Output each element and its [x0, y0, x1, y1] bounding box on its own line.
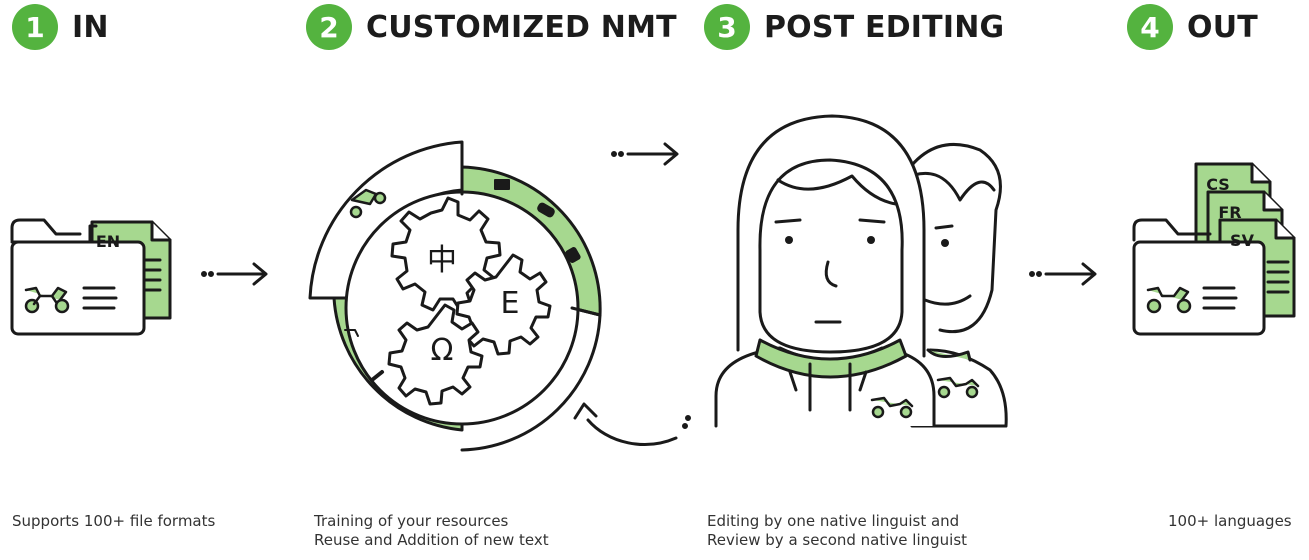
- description-in-line-1: Supports 100+ file formats: [12, 512, 216, 530]
- gear-icon-e: [455, 253, 552, 356]
- step-2-badge: 2: [306, 4, 352, 50]
- arrow-in-to-nmt: [201, 262, 268, 286]
- description-post-editing-line-2: Review by a second native linguist: [707, 531, 968, 549]
- step-1-title: IN: [72, 9, 109, 45]
- arrow-nmt-to-post-editing: [611, 142, 679, 166]
- description-out: 100+ languages: [1168, 512, 1292, 531]
- moto-icon-out: [1146, 286, 1192, 314]
- feedback-arrow: [573, 402, 691, 446]
- gear-icon-omega: [387, 303, 484, 406]
- moto-icon-nmt: [349, 188, 387, 219]
- output-language-code-2: FR: [1218, 203, 1241, 222]
- step-2-header: 2 CUSTOMIZED NMT: [306, 4, 677, 50]
- description-out-line-1: 100+ languages: [1168, 512, 1292, 530]
- input-language-code: EN: [96, 232, 120, 251]
- step-3-badge: 3: [704, 4, 750, 50]
- description-nmt-line-2: Reuse and Addition of new text: [314, 531, 549, 549]
- moto-icon-linguist-back: [936, 376, 980, 399]
- gear-label-e: E: [501, 286, 520, 321]
- step-1-badge: 1: [12, 4, 58, 50]
- output-language-code-1: CS: [1206, 175, 1230, 194]
- step-4-header: 4 OUT: [1127, 4, 1258, 50]
- input-folder-icon: [10, 218, 172, 336]
- step-2-title: CUSTOMIZED NMT: [366, 9, 677, 45]
- description-nmt-line-1: Training of your resources: [314, 512, 509, 530]
- linguist-back-illustration: [898, 142, 1008, 428]
- linguist-front-illustration: [714, 114, 936, 428]
- description-nmt: Training of your resources Reuse and Add…: [314, 512, 549, 550]
- step-1-header: 1 IN: [12, 4, 109, 50]
- description-post-editing: Editing by one native linguist and Revie…: [707, 512, 967, 550]
- step-3-title: POST EDITING: [764, 9, 1005, 45]
- gear-label-omega: Ω: [431, 333, 454, 368]
- moto-icon-in: [24, 286, 70, 314]
- step-4-title: OUT: [1187, 9, 1258, 45]
- moto-icon-linguist-front: [870, 396, 914, 419]
- description-in: Supports 100+ file formats: [12, 512, 215, 531]
- gear-label-zhong: 中: [427, 243, 457, 278]
- output-documents-icon: [1132, 162, 1296, 336]
- vehicle-icons: [344, 179, 581, 382]
- description-post-editing-line-1: Editing by one native linguist and: [707, 512, 960, 530]
- step-4-badge: 4: [1127, 4, 1173, 50]
- output-language-code-3: SV: [1230, 231, 1255, 250]
- arrow-post-editing-to-out: [1029, 262, 1097, 286]
- step-3-header: 3 POST EDITING: [704, 4, 1004, 50]
